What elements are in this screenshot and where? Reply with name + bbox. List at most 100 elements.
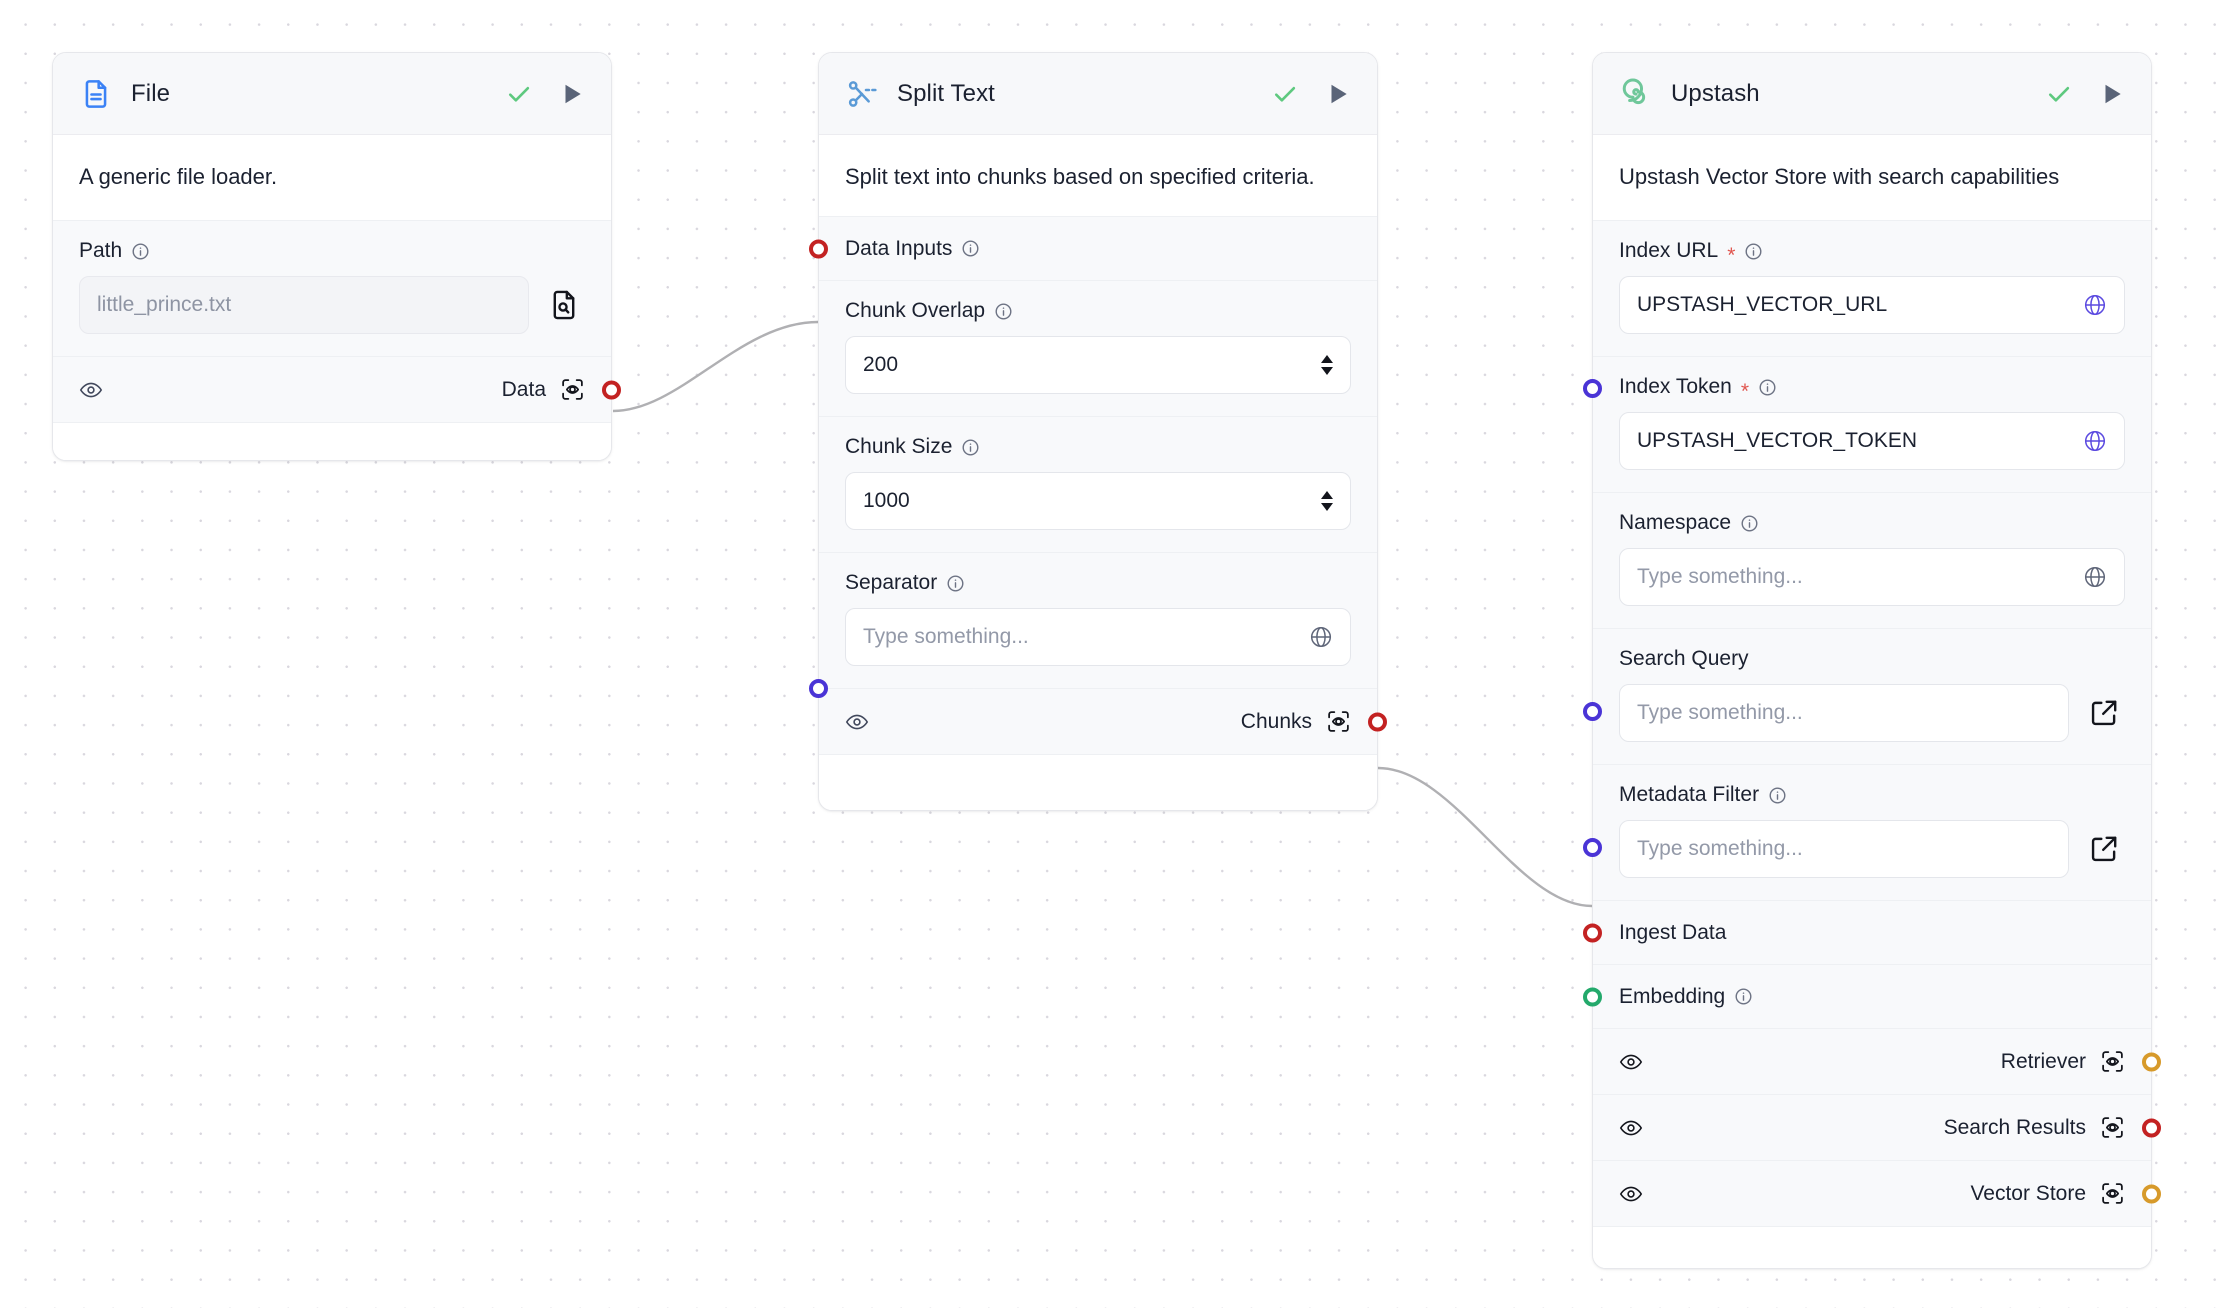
output-port-search-results[interactable]	[2142, 1118, 2161, 1138]
info-icon[interactable]	[946, 574, 965, 593]
node-upstash-header: Upstash	[1593, 53, 2151, 135]
field-label-metadata-filter: Metadata Filter	[1619, 783, 1760, 807]
validation-check-icon[interactable]	[1271, 80, 1299, 108]
info-icon[interactable]	[1758, 378, 1777, 397]
scan-eye-icon[interactable]	[2100, 1115, 2125, 1140]
validation-check-icon[interactable]	[2045, 80, 2073, 108]
separator-input[interactable]: Type something...	[845, 608, 1351, 667]
output-port-vector-store[interactable]	[2142, 1184, 2161, 1204]
info-icon[interactable]	[1768, 786, 1787, 805]
field-label-search-query: Search Query	[1619, 647, 1749, 671]
field-label-separator-container: Separator	[845, 571, 1351, 595]
field-label-metadata-filter-container: Metadata Filter	[1619, 783, 2125, 807]
search-query-placeholder: Type something...	[1637, 701, 1803, 725]
node-split-text-footer	[819, 754, 1377, 811]
handle-label-ingest-data: Ingest Data	[1619, 920, 1727, 944]
namespace-input[interactable]: Type something...	[1619, 548, 2125, 607]
chunk-overlap-stepper[interactable]	[1321, 355, 1333, 376]
output-port-chunks[interactable]	[1368, 712, 1387, 732]
field-row-chunk-overlap: Chunk Overlap 200	[819, 280, 1377, 417]
field-label-namespace-container: Namespace	[1619, 511, 2125, 535]
node-split-text[interactable]: Split Text Split text into chunks based …	[809, 52, 1387, 812]
field-label-chunk-overlap-container: Chunk Overlap	[845, 299, 1351, 323]
output-port-retriever[interactable]	[2142, 1052, 2161, 1072]
node-upstash-title: Upstash	[1671, 79, 1760, 107]
index-token-input[interactable]: UPSTASH_VECTOR_TOKEN	[1619, 412, 2125, 471]
info-icon[interactable]	[994, 302, 1013, 321]
expand-external-icon[interactable]	[2083, 828, 2125, 870]
node-file-footer	[53, 422, 611, 461]
field-label-index-url: Index URL	[1619, 239, 1719, 263]
path-input[interactable]: little_prince.txt	[79, 276, 529, 335]
output-label-retriever: Retriever	[2000, 1049, 2086, 1073]
field-row-separator: Separator Type something...	[809, 552, 1377, 699]
info-icon[interactable]	[131, 242, 150, 261]
globe-icon[interactable]	[2083, 429, 2107, 453]
field-label-index-token: Index Token	[1619, 375, 1732, 399]
input-port-separator[interactable]	[809, 679, 828, 699]
handle-label-embedding-container: Embedding	[1619, 985, 1753, 1009]
handle-label-embedding: Embedding	[1619, 984, 1726, 1008]
field-row-index-token: Index Token * UPSTASH_VECTOR_TOKEN	[1583, 356, 2151, 493]
chunk-overlap-input[interactable]: 200	[845, 336, 1351, 395]
eye-icon[interactable]	[1619, 1050, 1643, 1074]
output-port-data[interactable]	[602, 380, 621, 400]
file-document-icon	[79, 77, 113, 111]
info-icon[interactable]	[961, 239, 980, 258]
run-play-icon[interactable]	[2099, 81, 2125, 107]
input-port-index-token[interactable]	[1583, 379, 1602, 399]
metadata-filter-placeholder: Type something...	[1637, 837, 1803, 861]
file-search-icon[interactable]	[543, 284, 585, 326]
chunk-overlap-value: 200	[863, 353, 899, 377]
input-port-search-query[interactable]	[1583, 702, 1602, 722]
scan-eye-icon[interactable]	[560, 377, 585, 402]
field-row-namespace: Namespace Type something...	[1593, 492, 2151, 629]
node-file[interactable]: File A generic file loader. Path little_…	[52, 52, 621, 462]
required-asterisk: *	[1740, 379, 1750, 403]
chunk-size-input[interactable]: 1000	[845, 472, 1351, 531]
field-row-chunk-size: Chunk Size 1000	[819, 416, 1377, 553]
scan-eye-icon[interactable]	[2100, 1181, 2125, 1206]
scan-eye-icon[interactable]	[2100, 1049, 2125, 1074]
run-play-icon[interactable]	[1325, 81, 1351, 107]
eye-icon[interactable]	[79, 378, 103, 402]
eye-icon[interactable]	[1619, 1116, 1643, 1140]
metadata-filter-input[interactable]: Type something...	[1619, 820, 2069, 879]
info-icon[interactable]	[961, 438, 980, 457]
input-port-metadata-filter[interactable]	[1583, 838, 1602, 858]
globe-icon[interactable]	[1309, 625, 1333, 649]
output-row-data: Data	[53, 356, 621, 423]
info-icon[interactable]	[1744, 242, 1763, 261]
input-port-ingest-data[interactable]	[1583, 923, 1602, 943]
field-label-path: Path	[79, 239, 123, 263]
expand-external-icon[interactable]	[2083, 692, 2125, 734]
node-upstash[interactable]: Upstash Upstash Vector Store with search…	[1583, 52, 2161, 1270]
search-query-input[interactable]: Type something...	[1619, 684, 2069, 743]
field-label-separator: Separator	[845, 571, 938, 595]
input-port-data-inputs[interactable]	[809, 239, 828, 259]
node-split-text-header: Split Text	[819, 53, 1377, 135]
handle-label-data-inputs-container: Data Inputs	[845, 237, 980, 261]
node-split-text-title: Split Text	[897, 79, 995, 107]
info-icon[interactable]	[1734, 987, 1753, 1006]
info-icon[interactable]	[1740, 514, 1759, 533]
run-play-icon[interactable]	[559, 81, 585, 107]
field-label-chunk-overlap: Chunk Overlap	[845, 299, 986, 323]
globe-icon[interactable]	[2083, 565, 2107, 589]
input-port-embedding[interactable]	[1583, 987, 1602, 1007]
node-file-description: A generic file loader.	[53, 135, 611, 221]
output-row-chunks: Chunks	[819, 688, 1387, 755]
eye-icon[interactable]	[1619, 1182, 1643, 1206]
node-file-header: File	[53, 53, 611, 135]
output-label-data: Data	[501, 377, 546, 401]
chunk-size-stepper[interactable]	[1321, 491, 1333, 512]
field-label-namespace: Namespace	[1619, 511, 1732, 535]
namespace-placeholder: Type something...	[1637, 565, 1803, 589]
globe-icon[interactable]	[2083, 293, 2107, 317]
upstash-spiral-icon	[1619, 77, 1653, 111]
validation-check-icon[interactable]	[505, 80, 533, 108]
eye-icon[interactable]	[845, 710, 869, 734]
required-asterisk: *	[1727, 243, 1736, 267]
index-url-input[interactable]: UPSTASH_VECTOR_URL	[1619, 276, 2125, 335]
scan-eye-icon[interactable]	[1326, 709, 1351, 734]
